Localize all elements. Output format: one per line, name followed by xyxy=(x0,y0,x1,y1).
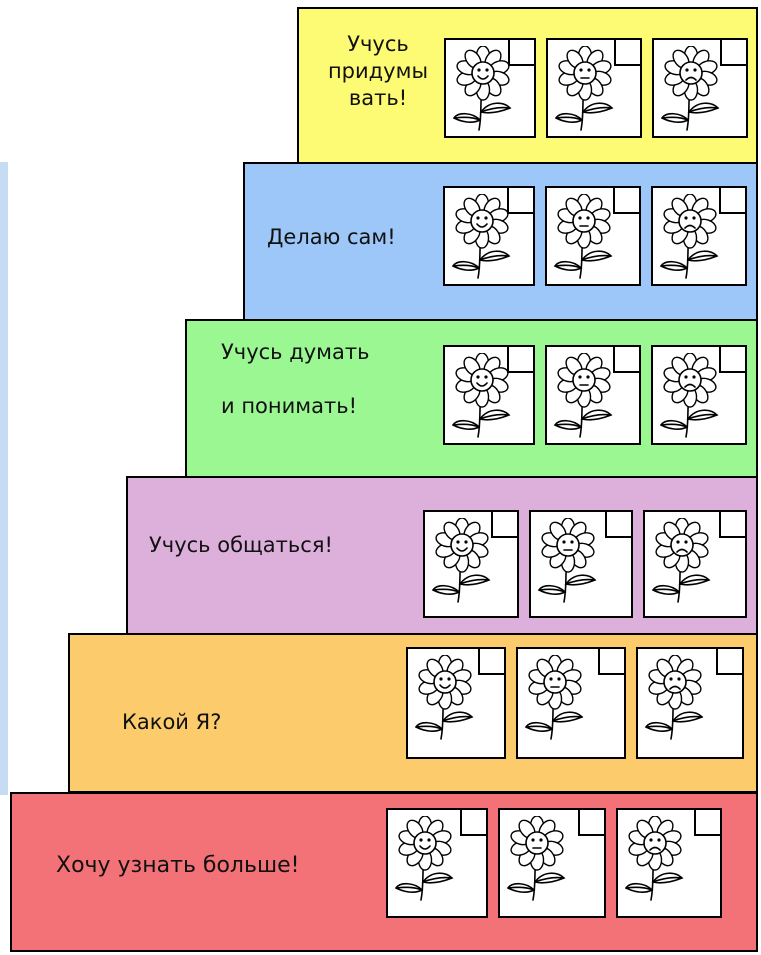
mood-card-sad[interactable] xyxy=(651,345,747,445)
happy-flower-icon xyxy=(451,194,511,279)
step-5-label: Какой Я? xyxy=(122,710,222,734)
checkbox[interactable] xyxy=(508,38,536,66)
sad-flower-icon xyxy=(659,194,719,279)
checkbox[interactable] xyxy=(507,186,535,214)
checkbox[interactable] xyxy=(578,808,606,836)
sad-flower-icon xyxy=(624,816,684,901)
neutral-flower-icon xyxy=(524,655,584,740)
step-6-red: Хочу узнать больше! xyxy=(10,792,758,952)
happy-flower-icon xyxy=(431,518,491,603)
mood-card-happy[interactable] xyxy=(443,186,535,286)
step-4-label: Учусь общаться! xyxy=(149,533,333,557)
checkbox[interactable] xyxy=(605,510,633,538)
step-2-label: Делаю сам! xyxy=(267,225,396,249)
step-3-green: Учусь думать и понимать! xyxy=(185,319,758,478)
happy-flower-icon xyxy=(394,816,454,901)
mood-card-sad[interactable] xyxy=(643,510,747,618)
side-bar xyxy=(0,162,8,795)
step-2-blue: Делаю сам! xyxy=(243,162,758,321)
checkbox[interactable] xyxy=(716,647,744,675)
checkbox[interactable] xyxy=(694,808,722,836)
mood-card-neutral[interactable] xyxy=(545,186,641,286)
checkbox[interactable] xyxy=(491,510,519,538)
sad-flower-icon xyxy=(651,518,711,603)
mood-card-neutral[interactable] xyxy=(545,345,641,445)
neutral-flower-icon xyxy=(553,353,613,438)
checkbox[interactable] xyxy=(719,345,747,373)
sad-flower-icon xyxy=(660,46,720,131)
checkbox[interactable] xyxy=(460,808,488,836)
checkbox[interactable] xyxy=(478,647,506,675)
step-6-label: Хочу узнать больше! xyxy=(56,853,300,878)
sad-flower-icon xyxy=(659,353,719,438)
mood-card-sad[interactable] xyxy=(651,186,747,286)
neutral-flower-icon xyxy=(553,194,613,279)
mood-card-sad[interactable] xyxy=(616,808,722,918)
mood-card-neutral[interactable] xyxy=(516,647,626,759)
mood-card-neutral[interactable] xyxy=(546,38,642,138)
mood-card-happy[interactable] xyxy=(423,510,519,618)
mood-card-sad[interactable] xyxy=(652,38,748,138)
step-4-purple: Учусь общаться! xyxy=(126,476,758,635)
checkbox[interactable] xyxy=(719,186,747,214)
neutral-flower-icon xyxy=(554,46,614,131)
checkbox[interactable] xyxy=(613,345,641,373)
neutral-flower-icon xyxy=(537,518,597,603)
checkbox[interactable] xyxy=(614,38,642,66)
happy-flower-icon xyxy=(452,46,512,131)
checkbox[interactable] xyxy=(507,345,535,373)
happy-flower-icon xyxy=(451,353,511,438)
checkbox[interactable] xyxy=(719,510,747,538)
checkbox[interactable] xyxy=(598,647,626,675)
step-5-orange: Какой Я? xyxy=(68,633,758,793)
step-3-label: Учусь думать и понимать! xyxy=(221,340,370,418)
step-1-label: Учусь придумы вать! xyxy=(327,32,429,110)
mood-card-happy[interactable] xyxy=(443,345,535,445)
sad-flower-icon xyxy=(644,655,704,740)
mood-card-happy[interactable] xyxy=(444,38,536,138)
step-1-yellow: Учусь придумы вать! xyxy=(297,7,758,164)
mood-card-neutral[interactable] xyxy=(498,808,606,918)
checkbox[interactable] xyxy=(613,186,641,214)
neutral-flower-icon xyxy=(506,816,566,901)
checkbox[interactable] xyxy=(720,38,748,66)
mood-card-sad[interactable] xyxy=(636,647,744,759)
mood-card-neutral[interactable] xyxy=(529,510,633,618)
happy-flower-icon xyxy=(414,655,474,740)
mood-card-happy[interactable] xyxy=(406,647,506,759)
mood-card-happy[interactable] xyxy=(386,808,488,918)
